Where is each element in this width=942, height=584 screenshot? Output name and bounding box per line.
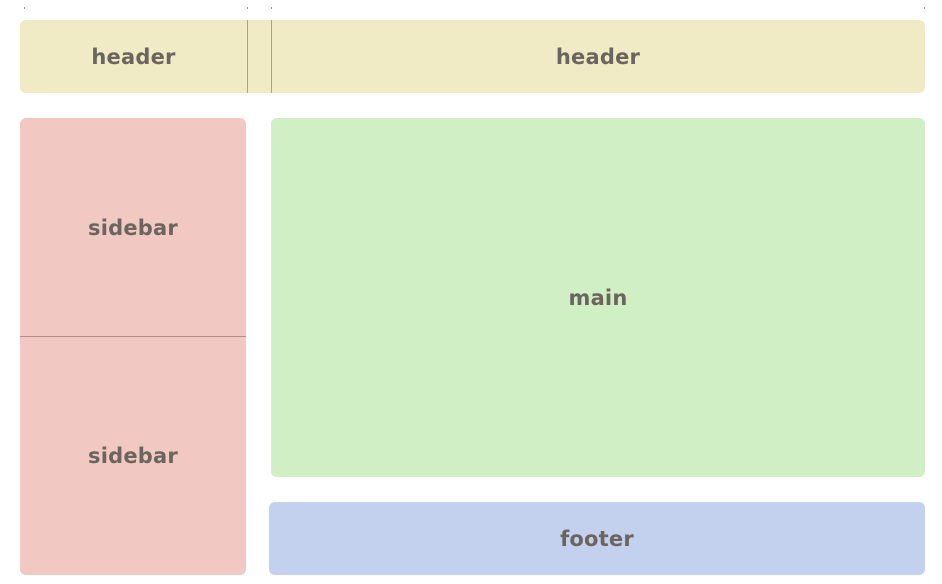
header-right-label: header (555, 44, 641, 69)
header-area-left: header (20, 20, 247, 93)
header-gap (247, 20, 271, 93)
sidebar-area-top: sidebar (20, 118, 246, 337)
grid-line-tick (924, 7, 925, 9)
header-left-label: header (91, 44, 176, 69)
main-label: main (568, 285, 628, 310)
grid-line-tick (247, 7, 248, 9)
header-area-right: header (271, 20, 925, 93)
main-area: main (271, 118, 925, 477)
sidebar-area-bottom: sidebar (20, 337, 246, 575)
grid-line-tick (24, 7, 25, 9)
grid-line-tick (271, 7, 272, 9)
footer-area: footer (269, 502, 925, 575)
footer-label: footer (560, 526, 634, 551)
grid-line (247, 20, 248, 93)
grid-line (271, 20, 272, 93)
sidebar-bottom-label: sidebar (88, 444, 178, 468)
sidebar-divider (20, 336, 246, 337)
sidebar-top-label: sidebar (88, 215, 178, 240)
